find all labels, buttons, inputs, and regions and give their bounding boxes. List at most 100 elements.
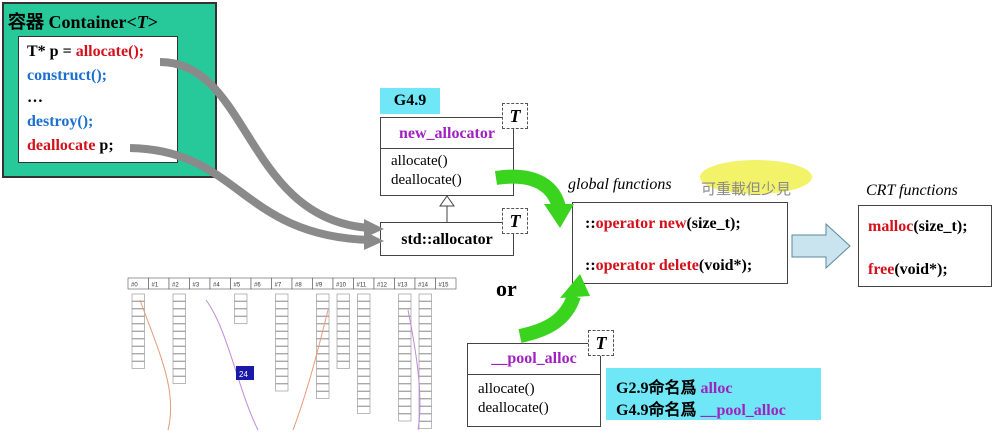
pool-free-block [131,316,145,324]
pool-header-label: #7 [275,283,282,289]
pool-header-label: #3 [193,283,200,289]
pool-free-block [398,398,412,407]
pool-free-block [418,406,432,414]
pool-free-block [357,323,371,332]
pool-free-block [172,361,186,369]
pool-free-block [234,293,248,302]
pool-free-block [316,361,330,369]
pool-free-block [418,398,432,407]
pool-free-block [316,353,330,362]
pool-free-block [418,293,432,302]
code-line-deallocate: deallocate p; [27,137,114,154]
pool-free-block [336,293,350,302]
new-allocator-template-param: T [502,103,528,129]
pool-free-block [357,368,371,377]
operator-new-fn: ::operator new(size_t); [585,215,741,232]
pool-free-block [275,323,289,332]
pool-link-curve-2 [205,299,259,431]
pool-block-highlight [236,366,254,380]
pool-free-block [398,346,412,354]
pool-free-block [398,391,412,399]
pool-header-label: #0 [131,283,138,289]
pool-free-block [131,346,145,354]
pool-free-block [234,308,248,317]
pool-free-block [336,308,350,317]
pool-block-label: 24 [239,370,248,379]
or-label: or [496,276,517,301]
code-line-construct: construct(); [27,67,107,84]
pool-header-label: #4 [213,283,220,289]
pool-free-block [398,338,412,347]
pool-header-label: #6 [254,283,261,289]
malloc-fn: malloc(size_t); [868,218,968,235]
pool-free-block [131,323,145,332]
std-allocator-template-param: T [502,208,528,234]
pool-free-block [398,293,412,302]
pool-free-block [398,406,412,414]
gray-arrowhead-deallocate [364,231,384,250]
pool-free-block [316,368,330,377]
pool-free-block [398,316,412,324]
naming-note-line-2: G4.9命名爲 __pool_alloc [616,402,786,419]
pool-free-block [316,301,330,309]
container-title: 容器 Container<T> [8,12,159,32]
pool-free-block [336,331,350,339]
operator-delete-fn: ::operator delete(void*); [585,257,753,274]
free-fn: free(void*); [868,261,948,278]
pool-free-block [131,301,145,309]
gray-arrow-deallocate [129,144,371,244]
new-allocator-name: new_allocator [381,118,513,149]
pool-free-block [336,301,350,309]
pool-free-block [131,361,145,369]
pool-free-block [316,308,330,317]
pool-free-block [398,308,412,317]
pool-alloc-name: __pool_alloc [468,344,600,375]
naming-note: G2.9命名爲 alloc G4.9命名爲 __pool_alloc [606,368,821,420]
container-code-panel: T* p = allocate(); construct(); … destro… [18,36,178,163]
pool-free-block [418,316,432,324]
pool-free-block [357,391,371,399]
code-line-allocate: T* p = allocate(); [27,43,145,60]
pool-free-block [275,353,289,362]
std-allocator-name: std::allocator [401,231,493,248]
pool-alloc-template-param: T [588,330,614,356]
pool-free-block [275,293,289,302]
inheritance-triangle [439,195,455,207]
pool-header-label: #8 [295,283,302,289]
pool-free-block [336,323,350,332]
pool-free-block [418,353,432,362]
pool-alloc-class: __pool_alloc allocate() deallocate() [467,343,601,427]
pool-free-block [418,323,432,332]
pool-free-block [275,308,289,317]
pool-free-block [398,323,412,332]
pool-free-block [316,383,330,392]
pool-free-block [172,308,186,317]
pool-free-block [172,353,186,362]
pool-free-block [275,383,289,392]
pool-free-block [316,293,330,302]
pool-free-block [234,316,248,324]
pool-free-block [172,316,186,324]
pool-link-curve-4 [407,309,421,431]
pool-free-block [418,421,432,429]
pool-free-block [316,376,330,384]
pool-alloc-method-deallocate: deallocate() [478,400,549,416]
pool-free-block [275,331,289,339]
pool-header-cell [435,277,457,290]
pool-free-block [357,398,371,407]
block-arrow-to-crt [791,222,851,270]
pool-free-block [275,368,289,377]
global-functions-box: ::operator new(size_t); ::operator delet… [572,202,788,284]
pool-free-block [275,376,289,384]
pool-free-block [131,293,145,302]
pool-free-block [336,338,350,347]
code-line-ellipsis: … [27,89,43,106]
green-arrowhead-bottom [560,274,590,298]
pool-free-block [418,413,432,422]
pool-header-label: #5 [234,283,241,289]
pool-free-block [357,346,371,354]
pool-free-block [398,361,412,369]
pool-link-curve-1 [139,299,172,431]
pool-free-block [131,353,145,362]
pool-free-block [357,308,371,317]
